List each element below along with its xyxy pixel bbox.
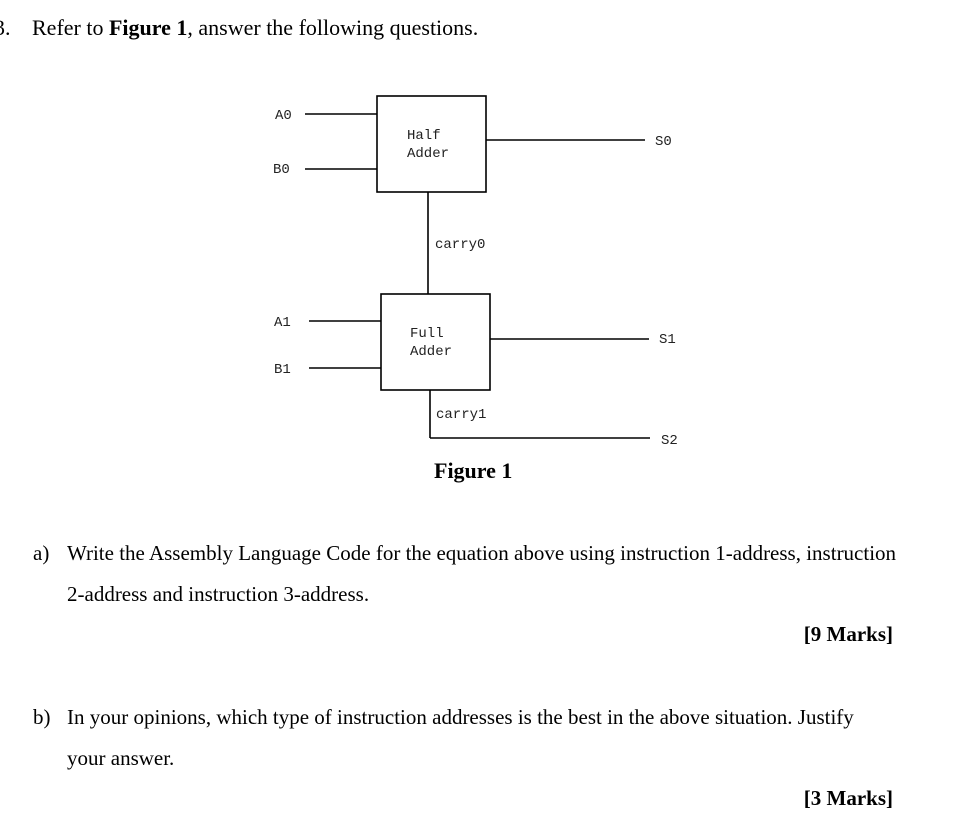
s1-output-label: S1 bbox=[659, 332, 676, 348]
half-adder-box bbox=[376, 95, 487, 193]
carry1-label: carry1 bbox=[436, 407, 486, 423]
question-prompt: Refer to Figure 1, answer the following … bbox=[32, 14, 478, 42]
figure-reference: Figure 1 bbox=[108, 15, 188, 40]
a1-input-label: A1 bbox=[274, 315, 291, 331]
part-b-label: b) bbox=[33, 705, 51, 729]
part-a-label: a) bbox=[33, 541, 50, 565]
s2-output-label: S2 bbox=[661, 433, 678, 449]
prompt-prefix: Refer to bbox=[32, 15, 109, 40]
b1-input-label: B1 bbox=[274, 362, 291, 378]
a0-input-label: A0 bbox=[275, 108, 292, 124]
carry0-label: carry0 bbox=[435, 237, 485, 253]
question-number: 3. bbox=[0, 15, 11, 40]
figure-caption: Figure 1 bbox=[434, 458, 513, 483]
b0-input-label: B0 bbox=[273, 162, 290, 178]
part-a-text: Write the Assembly Language Code for the… bbox=[67, 541, 897, 606]
prompt-suffix: , answer the following questions. bbox=[187, 15, 479, 40]
full-adder-label-line1: Full bbox=[410, 326, 444, 342]
part-a-marks: [9 Marks] bbox=[803, 622, 893, 646]
s0-output-label: S0 bbox=[655, 134, 672, 150]
part-a: a) Write the Assembly Language Code for … bbox=[33, 533, 933, 615]
half-adder-label-line1: Half bbox=[407, 128, 441, 144]
full-adder-box bbox=[380, 293, 491, 391]
full-adder-label-line2: Adder bbox=[410, 344, 452, 360]
part-b-marks: [3 Marks] bbox=[803, 786, 893, 810]
part-b: b) In your opinions, which type of instr… bbox=[33, 697, 933, 779]
part-b-text: In your opinions, which type of instruct… bbox=[67, 705, 854, 770]
half-adder-label-line2: Adder bbox=[407, 146, 449, 162]
